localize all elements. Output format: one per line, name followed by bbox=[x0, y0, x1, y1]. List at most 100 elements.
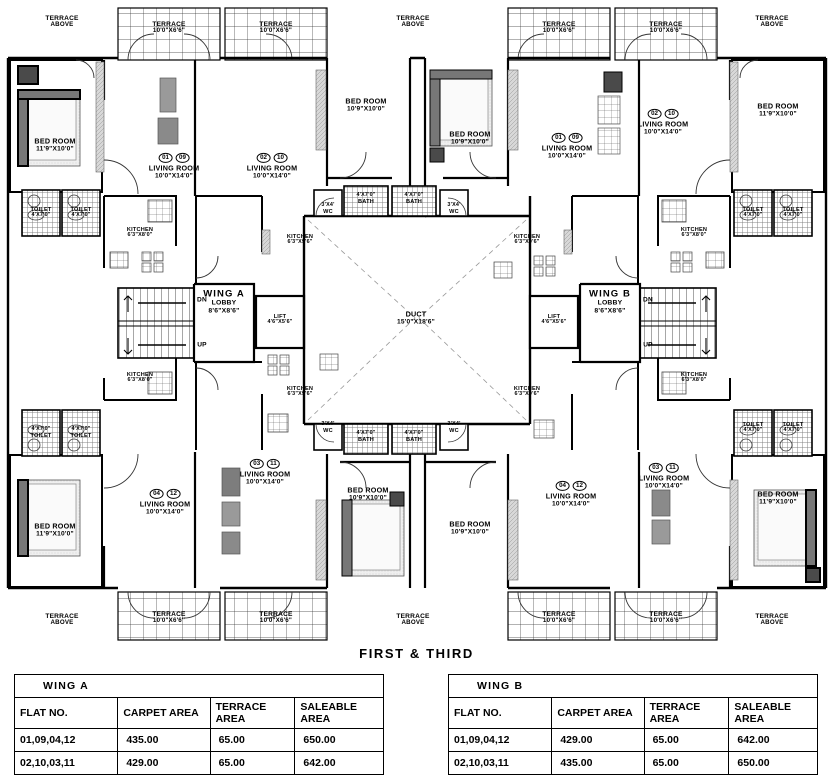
lift-label-b: LIFT 4'6"X5'6" bbox=[541, 314, 567, 326]
stair-dn-a: DN bbox=[197, 296, 207, 304]
living-label-a-03-11: LIVING ROOM 10'0"X14'0" bbox=[239, 469, 291, 486]
bath-label-b2: 4'X7'0" BATH bbox=[404, 430, 424, 443]
cell-terrace-area: 65.00 bbox=[643, 728, 730, 752]
kitchen-inner-label-bl: KITCHEN 6'3"X9'6" bbox=[286, 386, 314, 398]
bedroom-label-bc-right: BED ROOM 10'9"X10'0" bbox=[449, 519, 491, 536]
table-row: 01,09,04,12 429.00 65.00 642.00 bbox=[447, 728, 818, 752]
col-terrace-area: TERRACE AREA bbox=[643, 697, 730, 729]
toilet-label-br-1: TOILET 4'X7'0" bbox=[742, 422, 764, 434]
terrace-above-label-br: TERRACE ABOVE bbox=[755, 613, 789, 627]
wing-title: WING A bbox=[14, 674, 384, 698]
lift-label-a: LIFT 4'6"X5'6" bbox=[267, 314, 293, 326]
kitchen-label-bl: KITCHEN 6'3"X8'0" bbox=[126, 372, 154, 384]
bath-label-t1: 4'X7'0" BATH bbox=[356, 192, 376, 205]
toilet-label-tr-1: TOILET 4'X7'0" bbox=[742, 207, 764, 219]
bedroom-label-br: BED ROOM 11'9"X10'0" bbox=[757, 489, 799, 506]
terrace-label-4: TERRACE 10'0"X6'6" bbox=[649, 21, 683, 35]
wing-a-area-table: WING A FLAT NO. CARPET AREA TERRACE AREA… bbox=[13, 674, 384, 775]
terrace-above-label-bc: TERRACE ABOVE bbox=[396, 613, 430, 627]
wc-label-t1: 3'X4' WC bbox=[321, 202, 335, 215]
terrace-above-label-tc: TERRACE ABOVE bbox=[396, 15, 430, 29]
stair-up-b: UP bbox=[643, 341, 653, 349]
toilet-label-tr-2: TOILET 4'X7'0" bbox=[782, 207, 804, 219]
wc-label-b2: 3'X4' WC bbox=[447, 421, 461, 434]
wing-title: WING B bbox=[448, 674, 818, 698]
terrace-above-label-tr: TERRACE ABOVE bbox=[755, 15, 789, 29]
cell-saleable-area: 642.00 bbox=[294, 751, 384, 775]
col-saleable-area: SALEABLE AREA bbox=[294, 697, 384, 729]
terrace-label-2: TERRACE 10'0"X6'6" bbox=[259, 21, 293, 35]
bath-label-t2: 4'X7'0" BATH bbox=[404, 192, 424, 205]
kitchen-label-tl: KITCHEN 6'3"X8'0" bbox=[126, 227, 154, 239]
living-label-a-04-12: LIVING ROOM 10'0"X14'0" bbox=[139, 499, 191, 516]
stair-up-a: UP bbox=[197, 341, 207, 349]
bedroom-label-tc-right: BED ROOM 10'9"X10'0" bbox=[449, 129, 491, 146]
floor-plan-drawing bbox=[6, 7, 828, 641]
table-header-row: FLAT NO. CARPET AREA TERRACE AREA SALEAB… bbox=[13, 697, 384, 729]
living-label-b-02-10: LIVING ROOM 10'0"X14'0" bbox=[637, 119, 689, 136]
table-wing-title-row: WING A bbox=[14, 674, 384, 698]
living-label-b-03-11: LIVING ROOM 10'0"X14'0" bbox=[638, 473, 690, 490]
cell-saleable-area: 642.00 bbox=[728, 728, 818, 752]
toilet-label-bl-1: 4'X7'0" TOILET bbox=[30, 426, 52, 439]
kitchen-label-tr: KITCHEN 6'3"X8'0" bbox=[680, 227, 708, 239]
col-flat-no: FLAT NO. bbox=[447, 697, 553, 729]
terrace-label-3: TERRACE 10'0"X6'6" bbox=[542, 21, 576, 35]
plan-title: FIRST & THIRD bbox=[359, 646, 474, 661]
cell-carpet-area: 429.00 bbox=[551, 728, 645, 752]
table-row: 02,10,03,11 435.00 65.00 650.00 bbox=[447, 751, 818, 775]
bedroom-label-tc-left: BED ROOM 10'9"X10'0" bbox=[345, 96, 387, 113]
table-header-row: FLAT NO. CARPET AREA TERRACE AREA SALEAB… bbox=[447, 697, 818, 729]
cell-flat-no: 02,10,03,11 bbox=[447, 751, 553, 775]
area-table: WING B FLAT NO. CARPET AREA TERRACE AREA… bbox=[447, 674, 818, 775]
terrace-above-label-tl: TERRACE ABOVE bbox=[45, 15, 79, 29]
cell-carpet-area: 435.00 bbox=[551, 751, 645, 775]
table-row: 01,09,04,12 435.00 65.00 650.00 bbox=[13, 728, 384, 752]
kitchen-label-br: KITCHEN 6'3"X8'0" bbox=[680, 372, 708, 384]
col-terrace-area: TERRACE AREA bbox=[209, 697, 296, 729]
cell-flat-no: 01,09,04,12 bbox=[13, 728, 119, 752]
wc-label-t2: 3'X4' WC bbox=[447, 202, 461, 215]
col-carpet-area: CARPET AREA bbox=[551, 697, 645, 729]
col-carpet-area: CARPET AREA bbox=[117, 697, 211, 729]
table-row: 02,10,03,11 429.00 65.00 642.00 bbox=[13, 751, 384, 775]
wing-b-label: WING B LOBBY 8'6"X8'6" bbox=[589, 288, 631, 315]
living-label-b-04-12: LIVING ROOM 10'0"X14'0" bbox=[545, 491, 597, 508]
cell-terrace-area: 65.00 bbox=[643, 751, 730, 775]
col-flat-no: FLAT NO. bbox=[13, 697, 119, 729]
bedroom-label-bl: BED ROOM 11'9"X10'0" bbox=[34, 521, 76, 538]
terrace-label-1: TERRACE 10'0"X6'6" bbox=[152, 21, 186, 35]
stair-dn-b: DN bbox=[643, 296, 653, 304]
bath-label-b1: 4'X7'0" BATH bbox=[356, 430, 376, 443]
terrace-above-label-bl: TERRACE ABOVE bbox=[45, 613, 79, 627]
cell-terrace-area: 65.00 bbox=[209, 751, 296, 775]
bedroom-label-tr: BED ROOM 11'9"X10'0" bbox=[757, 101, 799, 118]
living-label-b-01-09: LIVING ROOM 10'0"X14'0" bbox=[541, 143, 593, 160]
bedroom-label-tl: BED ROOM 11'9"X10'0" bbox=[34, 136, 76, 153]
terrace-label-7: TERRACE 10'0"X6'6" bbox=[542, 611, 576, 625]
cell-saleable-area: 650.00 bbox=[294, 728, 384, 752]
wing-a-label: WING A LOBBY 8'6"X8'6" bbox=[203, 288, 245, 315]
duct-label: DUCT 15'0"X18'6" bbox=[397, 309, 435, 326]
toilet-label-br-2: TOILET 4'X7'0" bbox=[782, 422, 804, 434]
cell-carpet-area: 435.00 bbox=[117, 728, 211, 752]
wc-label-b1: 3'X4' WC bbox=[321, 421, 335, 434]
col-saleable-area: SALEABLE AREA bbox=[728, 697, 818, 729]
bedroom-label-bc-left: BED ROOM 10'9"X10'0" bbox=[347, 485, 389, 502]
toilet-label-tl-2: TOILET 4'X7'0" bbox=[70, 207, 92, 219]
cell-terrace-area: 65.00 bbox=[209, 728, 296, 752]
plan-vector bbox=[6, 7, 828, 641]
kitchen-inner-label-tr: KITCHEN 6'3"X9'6" bbox=[513, 234, 541, 246]
area-table: WING A FLAT NO. CARPET AREA TERRACE AREA… bbox=[13, 674, 384, 775]
terrace-label-8: TERRACE 10'0"X6'6" bbox=[649, 611, 683, 625]
wing-b-area-table: WING B FLAT NO. CARPET AREA TERRACE AREA… bbox=[447, 674, 818, 775]
cell-carpet-area: 429.00 bbox=[117, 751, 211, 775]
terrace-label-6: TERRACE 10'0"X6'6" bbox=[259, 611, 293, 625]
cell-flat-no: 02,10,03,11 bbox=[13, 751, 119, 775]
